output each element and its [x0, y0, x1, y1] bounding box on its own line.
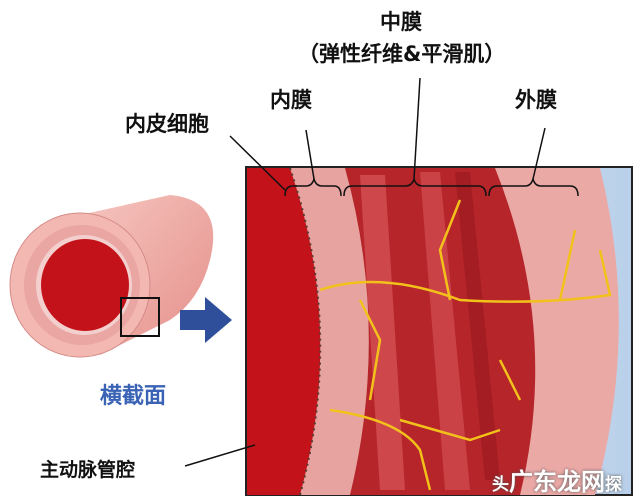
- blood-vessels: [319, 199, 612, 491]
- layer-braces: [184, 77, 579, 467]
- aortic-lumen-label: 主动脉管腔: [40, 459, 136, 481]
- endothelial-cells-label: 内皮细胞: [125, 112, 209, 136]
- zoom-region-box: [120, 297, 160, 337]
- watermark-suffix: 探: [605, 475, 622, 495]
- cross-section-detail-panel: [245, 166, 633, 496]
- endothelial-leader: [229, 135, 286, 191]
- intima-label: 内膜: [270, 88, 312, 112]
- media-leader: [413, 77, 421, 180]
- arrow-icon: [180, 297, 232, 343]
- adventitia-label: 外膜: [515, 88, 557, 112]
- lumen: [247, 168, 321, 495]
- adventitia-leader: [532, 127, 546, 180]
- intima-leader: [305, 129, 315, 180]
- artery-tube-illustration: [9, 195, 214, 358]
- media-label: 中膜: [380, 10, 422, 34]
- media-detail-label: （弹性纤维&平滑肌）: [298, 42, 506, 66]
- lumen-leader: [184, 444, 256, 467]
- watermark-brand: 广东龙网: [509, 468, 605, 496]
- watermark-prefix: 头: [492, 475, 509, 495]
- cross-section-label: 横截面: [100, 384, 167, 409]
- watermark: 头广东龙网探: [492, 462, 622, 497]
